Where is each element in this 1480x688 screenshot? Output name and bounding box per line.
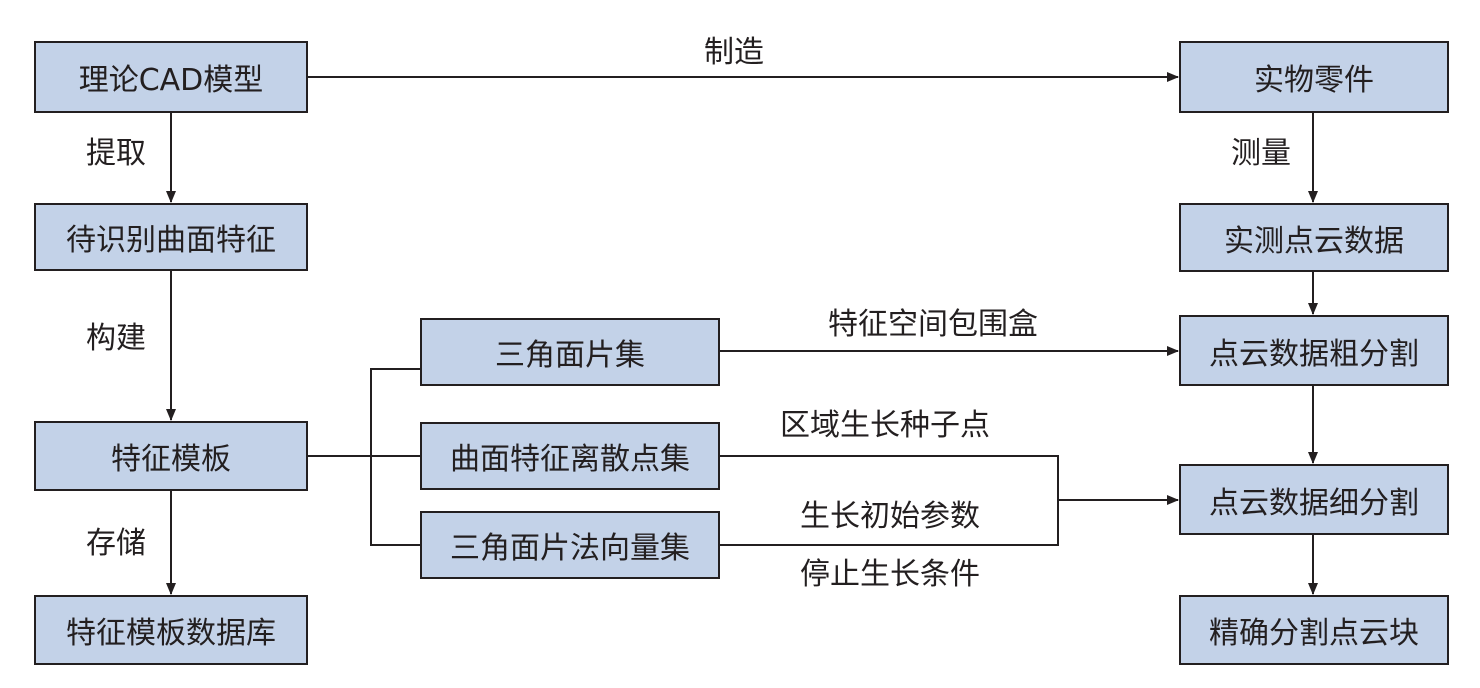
label-extract: 提取 (86, 136, 146, 171)
bracket (370, 368, 420, 546)
label-build: 构建 (86, 321, 146, 356)
node-surface-features: 待识别曲面特征 (34, 203, 308, 271)
label-growth-params: 生长初始参数 (800, 499, 980, 534)
node-result: 精确分割点云块 (1179, 595, 1449, 665)
node-coarse-segmentation: 点云数据粗分割 (1179, 315, 1449, 386)
node-feature-template: 特征模板 (34, 421, 308, 491)
node-template-database: 特征模板数据库 (34, 595, 308, 665)
label-manufacture: 制造 (704, 35, 764, 70)
node-physical-part: 实物零件 (1179, 41, 1449, 113)
node-cad-model: 理论CAD模型 (34, 41, 308, 113)
label-measure: 测量 (1231, 136, 1291, 171)
label-seed-points: 区域生长种子点 (780, 408, 990, 443)
node-point-cloud: 实测点云数据 (1179, 203, 1449, 272)
node-normal-set: 三角面片法向量集 (420, 511, 720, 579)
node-discrete-points: 曲面特征离散点集 (420, 422, 720, 490)
node-triangle-set: 三角面片集 (420, 318, 720, 386)
label-store: 存储 (86, 526, 146, 561)
label-stop-condition: 停止生长条件 (800, 557, 980, 592)
label-bounding-box: 特征空间包围盒 (828, 307, 1038, 342)
node-fine-segmentation: 点云数据细分割 (1179, 464, 1449, 535)
